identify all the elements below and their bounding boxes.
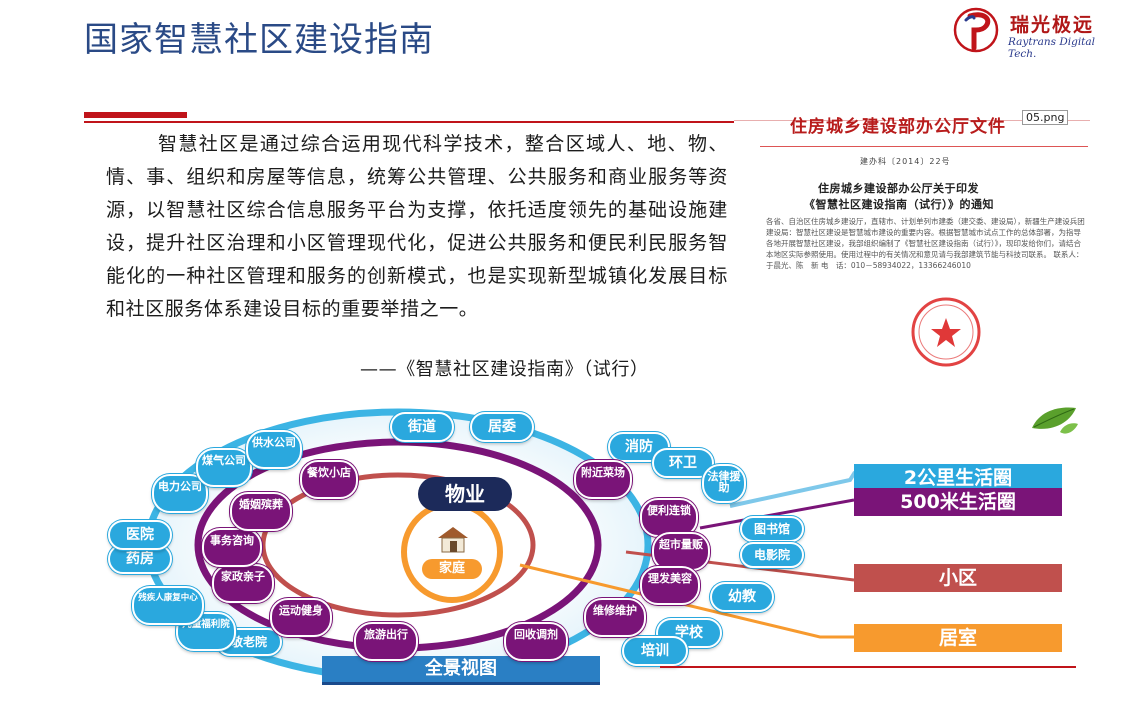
outer-node-power-company: 电力公司 xyxy=(152,474,208,513)
company-logo: 瑞光极远 Raytrans Digital Tech. xyxy=(952,4,1122,60)
property-management-node: 物业 xyxy=(418,477,512,511)
outer-node-preschool: 幼教 xyxy=(710,582,774,612)
inner-node-consulting: 事务咨询 xyxy=(202,528,262,567)
document-title-line-2: 《智慧社区建设指南（试行）》的通知 xyxy=(804,198,994,211)
outer-node-library: 图书馆 xyxy=(740,516,804,542)
inner-node-repair: 维修维护 xyxy=(584,598,646,637)
leaf-icon xyxy=(1032,407,1078,434)
divider-line xyxy=(84,121,734,123)
outer-node-hospital: 医院 xyxy=(108,520,172,550)
legend-2km-circle: 2公里生活圈 xyxy=(854,464,1062,492)
legend-500m-circle: 500米生活圈 xyxy=(854,488,1062,516)
image-filename-tag: 05.png xyxy=(1022,110,1069,125)
outer-node-legal-aid: 法律援助 xyxy=(702,464,746,503)
inner-node-recycle: 回收调剂 xyxy=(504,622,568,661)
inner-node-salon: 理发美容 xyxy=(640,566,700,605)
house-icon xyxy=(438,527,468,553)
outer-node-fire: 消防 xyxy=(608,432,670,462)
divider-line-right xyxy=(734,120,1090,121)
inner-node-housekeeping: 家政亲子 xyxy=(212,564,274,603)
outer-node-training: 培训 xyxy=(622,636,688,666)
document-title-line-1: 住房城乡建设部办公厅关于印发 xyxy=(818,182,979,195)
logo-chinese-name: 瑞光极远 xyxy=(1010,14,1095,36)
accent-bar xyxy=(84,112,187,118)
logo-mark-icon xyxy=(953,7,999,53)
community-service-diagram: 物业 家庭 全景视图 街道 居委 消防 环卫 法律援助 图书馆 电影院 幼教 学… xyxy=(100,400,1080,720)
inner-node-fitness: 运动健身 xyxy=(270,598,332,637)
page-title: 国家智慧社区建设指南 xyxy=(84,20,434,60)
outer-node-gas-company: 煤气公司 xyxy=(196,448,252,487)
legend-community: 小区 xyxy=(854,564,1062,592)
home-node: 家庭 xyxy=(422,559,482,579)
inner-node-market: 附近菜场 xyxy=(574,460,632,499)
citation: ——《智慧社区建设指南》（试行） xyxy=(360,359,649,380)
inner-node-supermarket: 超市量贩 xyxy=(652,532,710,571)
document-body: 各省、自治区住房城乡建设厅，直辖市、计划单列市建委（建交委、建设局），新疆生产建… xyxy=(766,217,1085,270)
outer-node-cinema: 电影院 xyxy=(740,542,804,568)
official-seal-icon xyxy=(911,297,981,367)
panorama-view-label: 全景视图 xyxy=(322,656,600,685)
legend-dwelling: 居室 xyxy=(854,624,1062,652)
outer-node-rehab-center: 残疾人康复中心 xyxy=(132,586,204,625)
outer-node-sanitation: 环卫 xyxy=(652,448,714,478)
inner-node-marriage-funeral: 婚姻殡葬 xyxy=(230,492,292,531)
outer-node-water-company: 供水公司 xyxy=(246,430,302,469)
official-document-image: 住房城乡建设部办公厅文件 05.png 建办科〔2014〕22号 住房城乡建设部… xyxy=(760,108,1088,368)
document-number: 建办科〔2014〕22号 xyxy=(860,157,951,166)
bottom-divider-line xyxy=(660,666,1076,668)
definition-paragraph: 智慧社区是通过综合运用现代科学技术，整合区域人、地、物、情、事、组织和房屋等信息… xyxy=(106,133,728,320)
outer-node-school: 学校 xyxy=(656,618,722,648)
inner-node-travel: 旅游出行 xyxy=(354,622,418,661)
outer-node-neighborhood-committee: 居委 xyxy=(470,412,534,442)
document-header: 住房城乡建设部办公厅文件 xyxy=(790,117,1006,137)
document-red-line xyxy=(760,146,1088,147)
logo-english-name: Raytrans Digital Tech. xyxy=(1008,36,1096,60)
outer-node-street: 街道 xyxy=(390,412,454,442)
inner-node-dining: 餐饮小店 xyxy=(300,460,358,499)
